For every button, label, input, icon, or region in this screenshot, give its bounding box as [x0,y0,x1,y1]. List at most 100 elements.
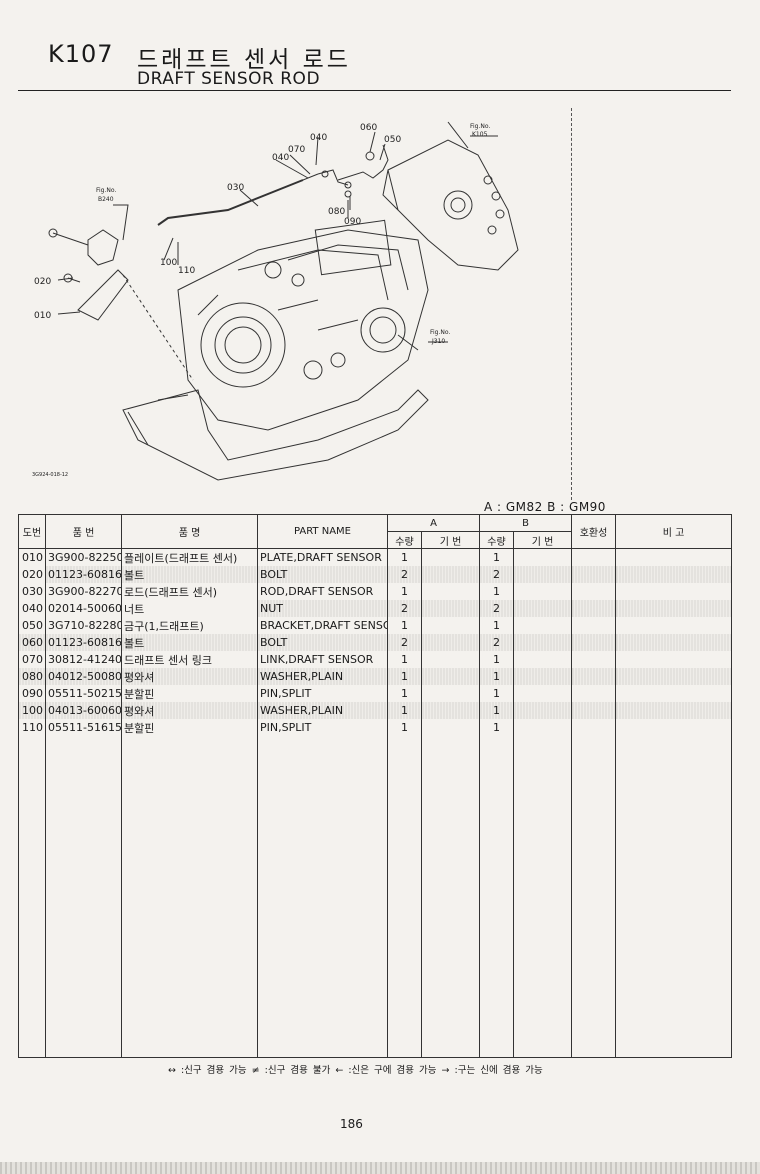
cell-code-a [421,685,480,702]
fig-ref-k105: K105 [472,131,488,138]
cell-code-a [421,702,480,719]
col-header-group-a: A [387,514,480,532]
cell-ref: 010 [18,548,46,566]
cell-code-a [421,651,480,668]
cell-qty-a: 1 [387,617,422,634]
model-legend: A : GM82 B : GM90 [484,500,606,514]
cell-code-b [513,651,572,668]
cell-ref: 030 [18,583,46,600]
cell-code-a [421,600,480,617]
cell-qty-a: 1 [387,548,422,566]
cell-part-no: 01123-60816 [45,566,122,583]
cell-code-a [421,634,480,651]
cell-ref: 080 [18,668,46,685]
cell-name-kr: 금구(1,드래프트) [121,617,258,634]
cell-qty-a: 1 [387,719,422,736]
drawing-code: 3G924-018-12 [32,472,68,478]
page-number: 186 [340,1117,363,1131]
cell-interchange [571,651,616,668]
cell-name-kr: 로드(드래프트 센서) [121,583,258,600]
cell-name-kr: 분할핀 [121,719,258,736]
cell-code-b [513,600,572,617]
cell-code-a [421,566,480,583]
cell-code-b [513,617,572,634]
cell-interchange [571,566,616,583]
col-header-qty-a: 수량 [387,531,422,549]
table-row: 030 3G900-82270 로드(드래프트 센서) ROD,DRAFT SE… [18,583,732,600]
cell-part-no: 05511-51615 [45,719,122,736]
cell-name-kr: 분할핀 [121,685,258,702]
fig-ref-k105-label: Fig.No. [470,123,490,130]
cell-part-no: 04013-60060 [45,702,122,719]
housing-body [177,229,429,431]
cell-interchange [571,617,616,634]
cell-remarks [615,600,732,617]
callout-020: 020 [34,277,51,287]
cell-qty-b: 1 [479,548,514,566]
cell-qty-b: 1 [479,617,514,634]
cell-qty-b: 1 [479,702,514,719]
col-header-part-no: 품 번 [45,514,122,549]
cell-part-no: 3G710-82280 [45,617,122,634]
col-header-name-kr: 품 명 [121,514,258,549]
cell-code-a [421,668,480,685]
cell-code-b [513,548,572,566]
cell-ref: 040 [18,600,46,617]
cell-part-name: PLATE,DRAFT SENSOR [257,548,388,566]
cell-name-kr: 너트 [121,600,258,617]
cell-qty-b: 1 [479,685,514,702]
cell-qty-b: 2 [479,634,514,651]
table-row: 060 01123-60816 볼트 BOLT 2 2 [18,634,732,651]
col-header-interchange: 호환성 [571,514,616,549]
cell-ref: 060 [18,634,46,651]
cell-qty-a: 1 [387,668,422,685]
cell-name-kr: 볼트 [121,634,258,651]
cell-code-a [421,719,480,736]
exploded-parts-diagram: 060 040 050 070 040 030 080 090 100 110 … [32,121,519,481]
cell-qty-b: 2 [479,566,514,583]
cell-part-name: PIN,SPLIT [257,719,388,736]
cell-remarks [615,702,732,719]
cell-qty-b: 2 [479,600,514,617]
cell-interchange [571,702,616,719]
cell-remarks [615,668,732,685]
cell-qty-a: 1 [387,583,422,600]
cell-qty-a: 2 [387,634,422,651]
cell-interchange [571,583,616,600]
cell-code-b [513,719,572,736]
cell-code-b [513,634,572,651]
cell-part-no: 3G900-82270 [45,583,122,600]
col-header-code-a: 기 번 [421,531,480,549]
cell-interchange [571,600,616,617]
interchangeability-legend: ↔ :신구 겸용 가능 ≠ :신구 겸용 불가 ← :신은 구에 겸용 가능 →… [168,1065,543,1076]
col-header-ref: 도번 [18,514,46,549]
cell-part-name: BOLT [257,566,388,583]
cell-code-b [513,685,572,702]
callout-110: 110 [178,266,195,276]
callout-030: 030 [227,183,244,193]
cell-name-kr: 플레이트(드래프트 센서) [121,548,258,566]
col-header-remarks: 비 고 [615,514,732,549]
callout-040: 040 [272,153,289,163]
col-header-group-b: B [479,514,572,532]
col-header-code-b: 기 번 [513,531,572,549]
cell-qty-b: 1 [479,651,514,668]
cell-remarks [615,548,732,566]
scan-edge [0,1162,760,1174]
table-row: 100 04013-60060 평와셔 WASHER,PLAIN 1 1 [18,702,732,719]
cell-interchange [571,719,616,736]
cell-qty-b: 1 [479,583,514,600]
cell-remarks [615,617,732,634]
cell-qty-b: 1 [479,668,514,685]
table-row: 040 02014-50060 너트 NUT 2 2 [18,600,732,617]
draft-sensor-rod [157,179,304,226]
fig-ref-b240-label: Fig.No. [96,187,116,194]
cell-part-no: 02014-50060 [45,600,122,617]
cell-name-kr: 평와셔 [121,702,258,719]
callout-100: 100 [160,258,177,268]
cell-part-name: NUT [257,600,388,617]
table-row: 110 05511-51615 분할핀 PIN,SPLIT 1 1 [18,719,732,736]
cell-code-b [513,583,572,600]
cell-code-a [421,548,480,566]
cell-interchange [571,634,616,651]
